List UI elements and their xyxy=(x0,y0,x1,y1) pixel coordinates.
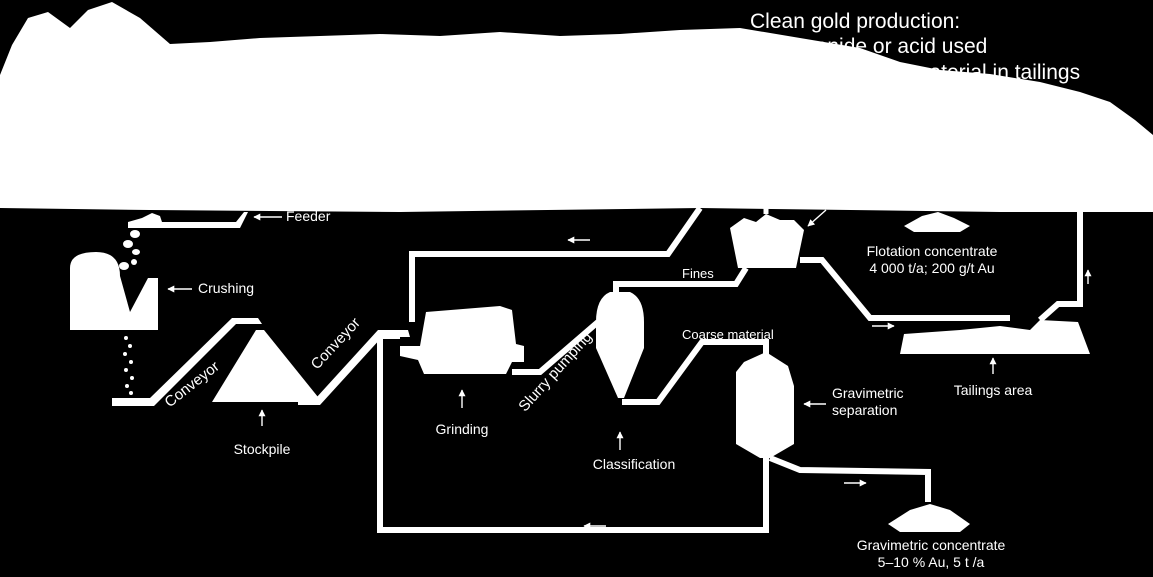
tailings-label: Tailings area xyxy=(953,382,1033,398)
mountain-silhouette xyxy=(0,2,1153,212)
flotation-label-1: Flotation concentrate xyxy=(866,243,998,259)
conveyor-1 xyxy=(112,318,262,406)
grinding-mill xyxy=(400,306,524,374)
stockpile xyxy=(212,330,322,402)
gravimetric-concentrate-pile xyxy=(888,504,970,532)
gravimetric-label-1: Gravimetric xyxy=(832,385,904,401)
tailings-line xyxy=(800,257,1010,321)
falling-ore xyxy=(123,336,134,395)
tailings-area xyxy=(900,320,1090,354)
gravimetric-label-2: separation xyxy=(832,402,898,418)
fines-label: Fines xyxy=(682,266,714,281)
return-water-line xyxy=(409,206,703,322)
coarse-material-label: Coarse material xyxy=(682,327,774,342)
flotation-pointer xyxy=(807,209,827,227)
pointer-arrows xyxy=(167,209,1092,530)
fines-line xyxy=(613,266,749,296)
gravimetric-concentrate-label-1: Gravimetric concentrate xyxy=(856,537,1006,553)
feeder-label: Feeder xyxy=(286,208,331,224)
flotation-cell xyxy=(730,214,804,268)
feeder xyxy=(119,212,248,270)
conveyor-2 xyxy=(298,330,410,405)
coarse-line xyxy=(622,339,769,405)
flotation-label-2: 4 000 t/a; 200 g/t Au xyxy=(869,260,995,276)
tailings-return-line xyxy=(1038,210,1083,323)
grinding-label: Grinding xyxy=(435,421,489,437)
headline-title: Clean gold production: xyxy=(750,10,961,33)
slurry-pumping-line xyxy=(512,319,600,375)
crushing-label: Crushing xyxy=(198,280,255,296)
stockpile-label: Stockpile xyxy=(233,441,291,457)
grav-conc-line xyxy=(768,455,931,502)
gravimetric-concentrate-label-2: 5–10 % Au, 5 t /a xyxy=(877,554,985,570)
headline-point-1: No cyanide or acid used xyxy=(762,35,988,58)
flotation-concentrate-pile xyxy=(904,212,970,232)
gravimetric-separator xyxy=(736,352,794,458)
crusher xyxy=(70,252,158,330)
recycle-line xyxy=(377,333,769,533)
classification-label: Classification xyxy=(592,456,676,472)
headline-point-2: material in tailings xyxy=(912,61,1081,84)
hydrocyclone xyxy=(596,292,644,398)
